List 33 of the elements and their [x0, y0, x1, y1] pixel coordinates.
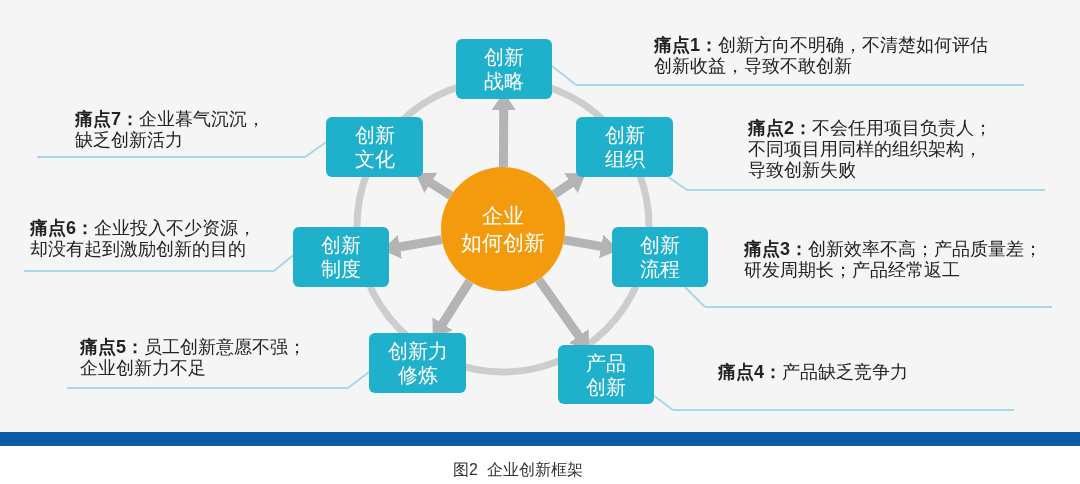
aspect-box	[293, 227, 389, 287]
arrow	[551, 173, 586, 199]
leader-line	[347, 371, 370, 389]
aspect-box	[576, 117, 673, 177]
aspect-label: 创新组织	[603, 123, 646, 171]
aspect-box	[369, 333, 466, 393]
aspect-label: 创新战略	[483, 45, 525, 93]
aspect-label: 产品创新	[585, 350, 627, 399]
pain-point-text: 痛点4：产品缺乏竞争力	[718, 362, 909, 383]
aspect-label: 创新流程	[639, 233, 681, 281]
leader-line	[683, 286, 706, 308]
leader-line	[304, 141, 327, 158]
pain-point-text: 痛点1：创新方向不明确，不清楚如何评估创新收益，导致不敢创新	[654, 35, 989, 77]
arrow	[415, 172, 454, 200]
leader-line	[667, 176, 688, 191]
aspect-label: 创新制度	[320, 233, 362, 281]
leader-line	[653, 394, 674, 411]
pain-point-text: 痛点6：企业投入不少资源，却没有起到激励创新的目的	[30, 218, 257, 260]
pain-point-text: 痛点7：企业暮气沉沉，缺乏创新活力	[75, 109, 266, 151]
leader-line	[551, 65, 577, 86]
pain-point-text: 痛点3：创新效率不高；产品质量差；研发周期长；产品经常返工	[744, 239, 1043, 281]
center-label: 企业	[482, 203, 524, 229]
leader-line	[273, 254, 294, 272]
aspect-box	[612, 227, 708, 287]
aspect-box	[456, 39, 552, 99]
aspect-box	[558, 345, 654, 404]
aspect-box	[326, 117, 423, 177]
pain-point-text: 痛点2：不会任用项目负责人；不同项目用同样的组织架构，导致创新失败	[748, 118, 993, 181]
pain-point-text: 痛点5：员工创新意愿不强；企业创新力不足	[80, 337, 307, 379]
center-label: 如何创新	[461, 230, 545, 256]
aspect-label: 创新力修炼	[386, 339, 449, 387]
aspect-label: 创新文化	[353, 123, 396, 171]
figure-caption: 图2 企业创新框架	[453, 460, 583, 480]
